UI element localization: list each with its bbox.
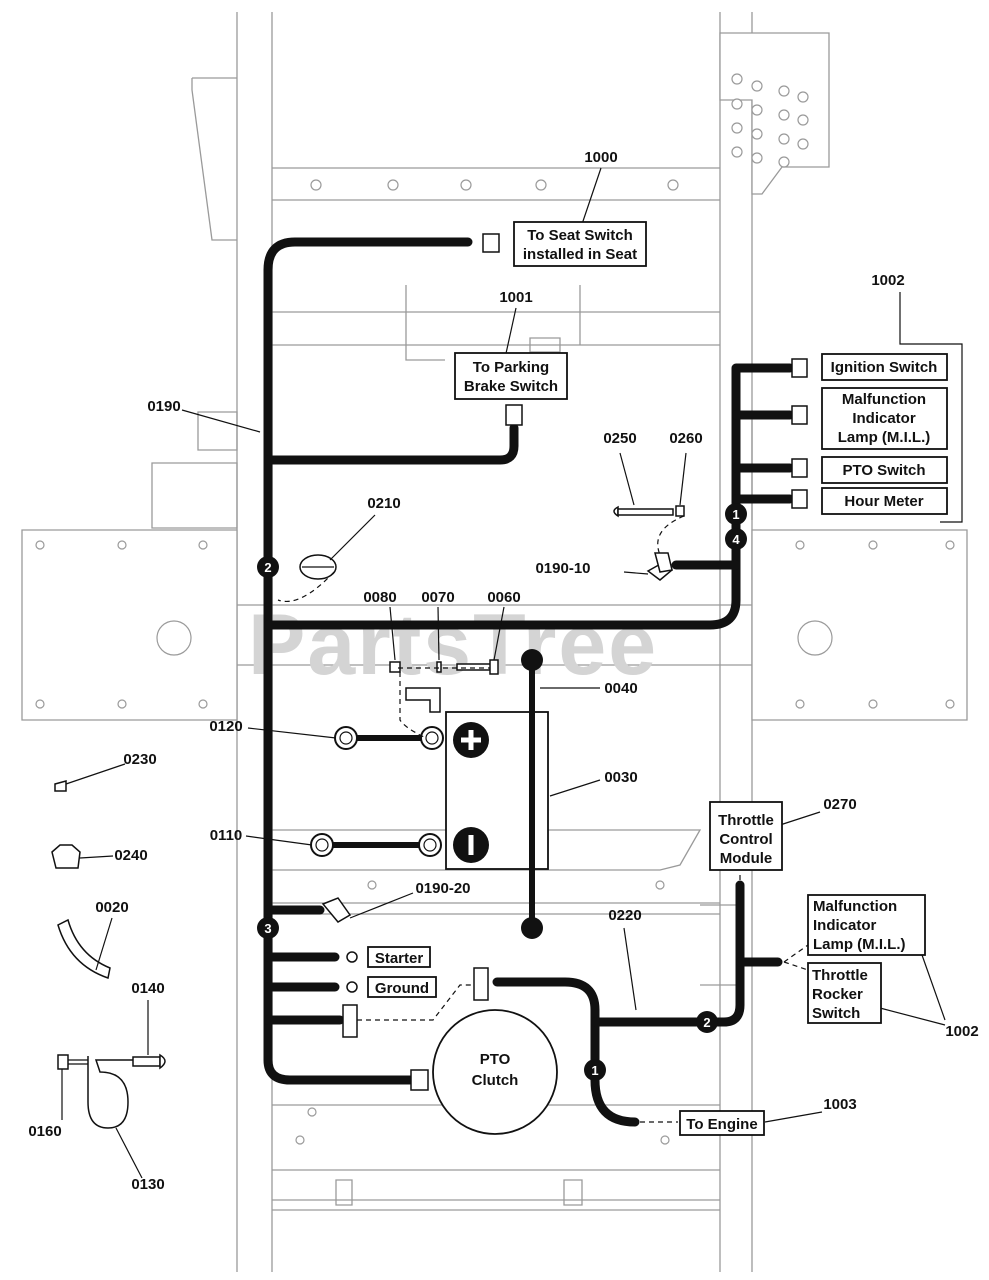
badge-2-left: 2 (264, 560, 271, 575)
part-1002-bottom: 1002 (945, 1023, 978, 1040)
connectors (342, 233, 808, 1091)
part-0030: 0030 (604, 769, 637, 786)
mil2-label-3: Lamp (M.I.L.) (813, 936, 906, 953)
seat-switch-label: To Seat Switch (527, 227, 633, 244)
pto-switch-label: PTO Switch (842, 462, 925, 479)
part-1002-top: 1002 (871, 272, 904, 289)
part-0240: 0240 (114, 847, 147, 864)
part-0230: 0230 (123, 751, 156, 768)
badge-4: 4 (732, 532, 740, 547)
part-0060: 0060 (487, 589, 520, 606)
part-0020: 0020 (95, 899, 128, 916)
hour-meter-label: Hour Meter (844, 493, 923, 510)
to-engine-label: To Engine (686, 1116, 757, 1133)
starter-label: Starter (375, 950, 424, 967)
badge-1-top: 1 (732, 507, 739, 522)
seat-switch-connector (482, 233, 500, 253)
part-numbers: 1000 1001 1002 0190 0210 0250 0260 0190-… (28, 149, 978, 1193)
part-0190-20: 0190-20 (415, 880, 470, 897)
tie-strap-0020-icon (57, 918, 111, 979)
wire-harness (263, 237, 795, 1127)
mil2-label-1: Malfunction (813, 898, 897, 915)
rocker-label-1: Throttle (812, 967, 868, 984)
mil2-label-2: Indicator (813, 917, 877, 934)
battery-cable-ends (310, 687, 444, 857)
mower-frame (21, 12, 968, 1272)
watermark: PartsTree (248, 597, 658, 693)
part-0220: 0220 (608, 907, 641, 924)
part-0160: 0160 (28, 1123, 61, 1140)
battery-hold-down (521, 649, 543, 939)
part-0080: 0080 (363, 589, 396, 606)
throttle-module-label-1: Throttle (718, 812, 774, 829)
rocker-label-2: Rocker (812, 986, 863, 1003)
mil-label-3: Lamp (M.I.L.) (838, 429, 931, 446)
part-0250: 0250 (603, 430, 636, 447)
part-1000: 1000 (584, 149, 617, 166)
loose-hardware (51, 505, 685, 1129)
throttle-module-label-3: Module (720, 850, 773, 867)
ground-label: Ground (375, 980, 429, 997)
part-0070: 0070 (421, 589, 454, 606)
pto-clutch-label-2: Clutch (472, 1072, 519, 1089)
part-0040: 0040 (604, 680, 637, 697)
dashed-leaders (277, 515, 809, 1123)
part-0260: 0260 (669, 430, 702, 447)
plate-holes (731, 73, 809, 168)
parking-brake-label: To Parking (473, 359, 549, 376)
mil-label-2: Indicator (852, 410, 916, 427)
part-0270: 0270 (823, 796, 856, 813)
part-0130: 0130 (131, 1176, 164, 1193)
numbered-badges: 1 4 2 3 2 1 (257, 503, 747, 1081)
leader-lines (61, 167, 963, 1179)
label-boxes (367, 221, 948, 1136)
rocker-label-3: Switch (812, 1005, 860, 1022)
part-1003: 1003 (823, 1096, 856, 1113)
part-0110: 0110 (210, 827, 243, 844)
part-0190-10: 0190-10 (535, 560, 590, 577)
part-0210: 0210 (367, 495, 400, 512)
part-0120: 0120 (209, 718, 242, 735)
seat-switch-label-2: installed in Seat (523, 246, 637, 263)
clamp-0130-icon (87, 1056, 133, 1129)
badge-1-bottom: 1 (591, 1063, 598, 1078)
pto-clutch-label-1: PTO (480, 1051, 511, 1068)
part-0190: 0190 (147, 398, 180, 415)
parking-brake-connector (505, 404, 523, 426)
clip-0240-icon (51, 844, 81, 869)
part-0140: 0140 (131, 980, 164, 997)
ignition-switch-label: Ignition Switch (831, 359, 938, 376)
badge-3: 3 (264, 921, 271, 936)
part-1001: 1001 (499, 289, 532, 306)
mil-label-1: Malfunction (842, 391, 926, 408)
screw-0230-icon (54, 780, 67, 792)
pto-clutch (432, 1009, 558, 1135)
parking-brake-label-2: Brake Switch (464, 378, 558, 395)
throttle-module-label-2: Control (719, 831, 772, 848)
badge-2-right: 2 (703, 1015, 710, 1030)
